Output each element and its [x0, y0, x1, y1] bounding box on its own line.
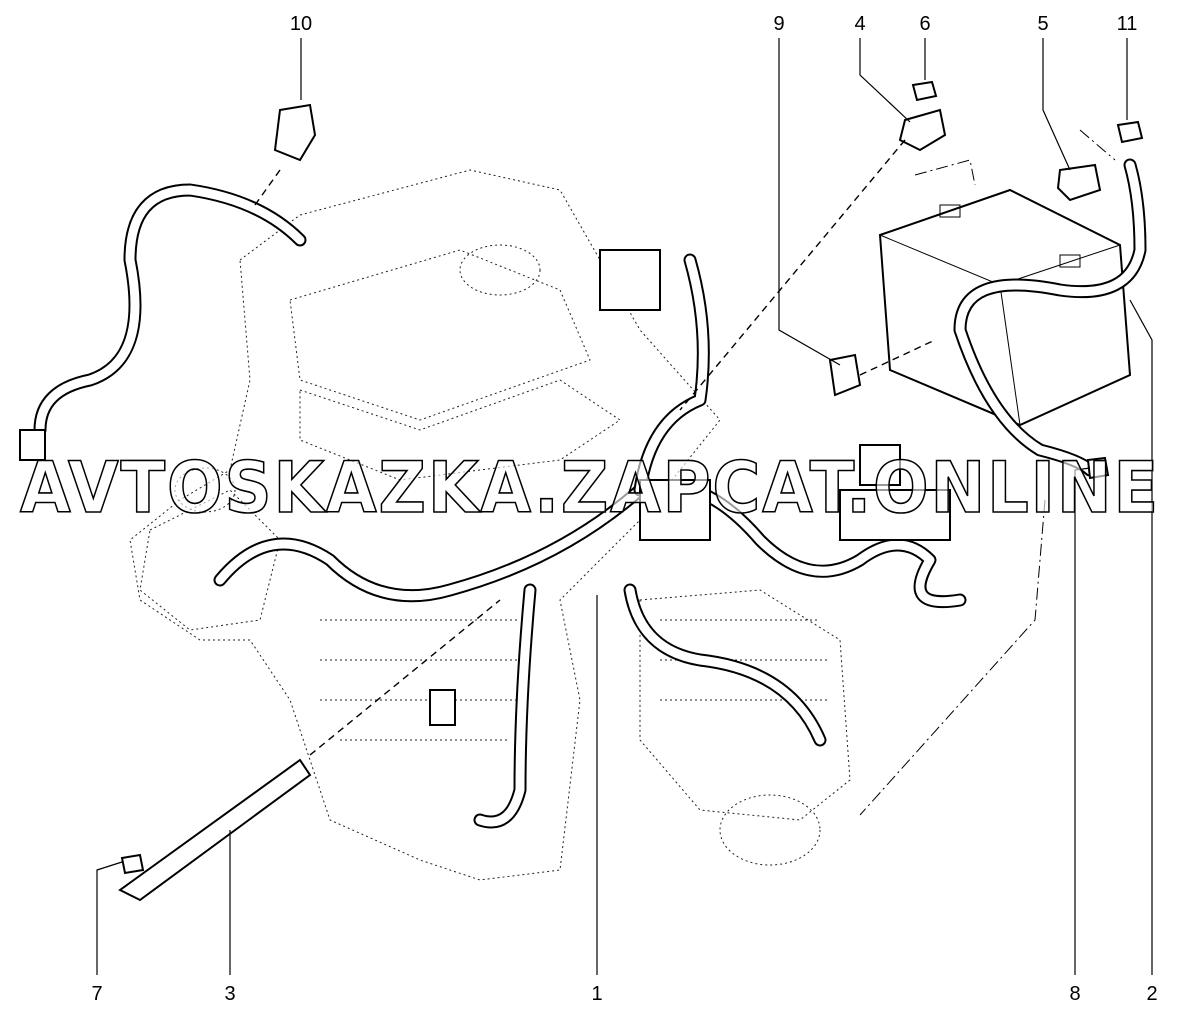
callout-11: 11 [1117, 13, 1138, 35]
callout-7: 7 [91, 983, 102, 1005]
callout-5: 5 [1037, 13, 1048, 35]
callout-8: 8 [1069, 983, 1080, 1005]
callout-3: 3 [224, 983, 235, 1005]
callout-6: 6 [919, 13, 930, 35]
part-7-nut [120, 853, 145, 875]
callout-9: 9 [773, 13, 784, 35]
engine-assembly [129, 169, 851, 881]
callout-4: 4 [854, 13, 865, 35]
part-11-nut [1116, 120, 1144, 144]
engine-wiring-harness [19, 183, 967, 829]
part-10-clip [273, 103, 317, 162]
part-9-clip [828, 353, 862, 397]
part-3-bracket [118, 758, 312, 902]
battery-cable [953, 158, 1147, 477]
part-5-terminal [1056, 163, 1102, 202]
part-8-bolt [1086, 456, 1110, 480]
part-4-terminal [898, 108, 947, 152]
part-6-nut [911, 80, 938, 102]
callout-10: 10 [290, 13, 312, 35]
watermark: AVTOSKAZKA.ZAPCAT.ONLINE [20, 447, 1160, 529]
callout-2: 2 [1146, 983, 1157, 1005]
battery [878, 188, 1132, 427]
callout-1: 1 [591, 983, 602, 1005]
